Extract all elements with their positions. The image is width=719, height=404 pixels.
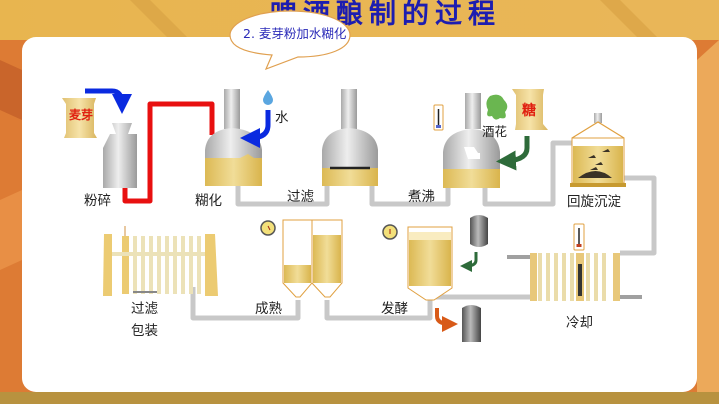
pipe-boil-to-whirlpool [482, 140, 575, 207]
maturation-tank-2 [311, 219, 343, 298]
maturation-label: 成熟 [255, 301, 282, 317]
maturation-tank-1 [282, 219, 313, 298]
sugar-label: 糖 [522, 103, 536, 119]
pipe-fermenter-to-maturation [324, 300, 433, 321]
content-panel [22, 37, 697, 392]
malt-bag [62, 98, 97, 138]
pipe-mash-to-lauter [235, 186, 330, 207]
cooling-label: 冷却 [566, 315, 593, 331]
water-label: 水 [275, 110, 289, 126]
fermentation-label: 发酵 [381, 301, 408, 317]
cooler-pipe-stubs [507, 255, 642, 299]
water-drop-icon [263, 90, 273, 105]
pipe-mill-to-mash [122, 101, 215, 204]
filter-label: 过滤 [131, 301, 158, 317]
sugar-bag [512, 89, 548, 130]
lauter-tun [322, 89, 378, 186]
green-arrow-icon [460, 252, 478, 272]
yeast-container [462, 305, 481, 342]
boil-kettle [443, 93, 500, 188]
callout-bubble [229, 10, 351, 70]
gauge-icon [382, 224, 398, 240]
gauge-icon [260, 220, 276, 236]
water-arrow-icon [240, 110, 271, 148]
mash-tun [205, 89, 262, 186]
malt-label: 麦芽 [69, 108, 94, 122]
hops-label: 酒花 [482, 124, 508, 139]
lauter-label: 过滤 [287, 189, 314, 205]
mash-label: 糊化 [195, 193, 222, 209]
hops-icon [486, 94, 508, 120]
filter-packaging-machine [103, 226, 218, 296]
yeast-container [470, 215, 488, 247]
pipe-maturation-to-filter [190, 287, 301, 321]
green-arrow-icon [496, 136, 530, 171]
thermometer-icon [573, 223, 585, 251]
mill-label: 粉碎 [84, 193, 111, 209]
pipes [190, 140, 657, 321]
whirlpool-tank [570, 113, 626, 187]
whirlpool-label: 回旋沉淀 [567, 194, 621, 210]
callout-text: 2. 麦芽粉加水糊化 [243, 26, 347, 41]
thermometer-icon [433, 104, 444, 131]
packaging-label: 包装 [131, 323, 158, 339]
pipe-whirlpool-to-cooler [620, 175, 657, 256]
mill [103, 123, 137, 188]
boil-label: 煮沸 [408, 189, 435, 205]
pipe-lauter-to-boil [369, 186, 451, 207]
orange-arrow-icon [435, 308, 458, 332]
blue-arrow-icon [85, 88, 132, 114]
fermenter [407, 226, 453, 301]
cooler [530, 253, 620, 301]
